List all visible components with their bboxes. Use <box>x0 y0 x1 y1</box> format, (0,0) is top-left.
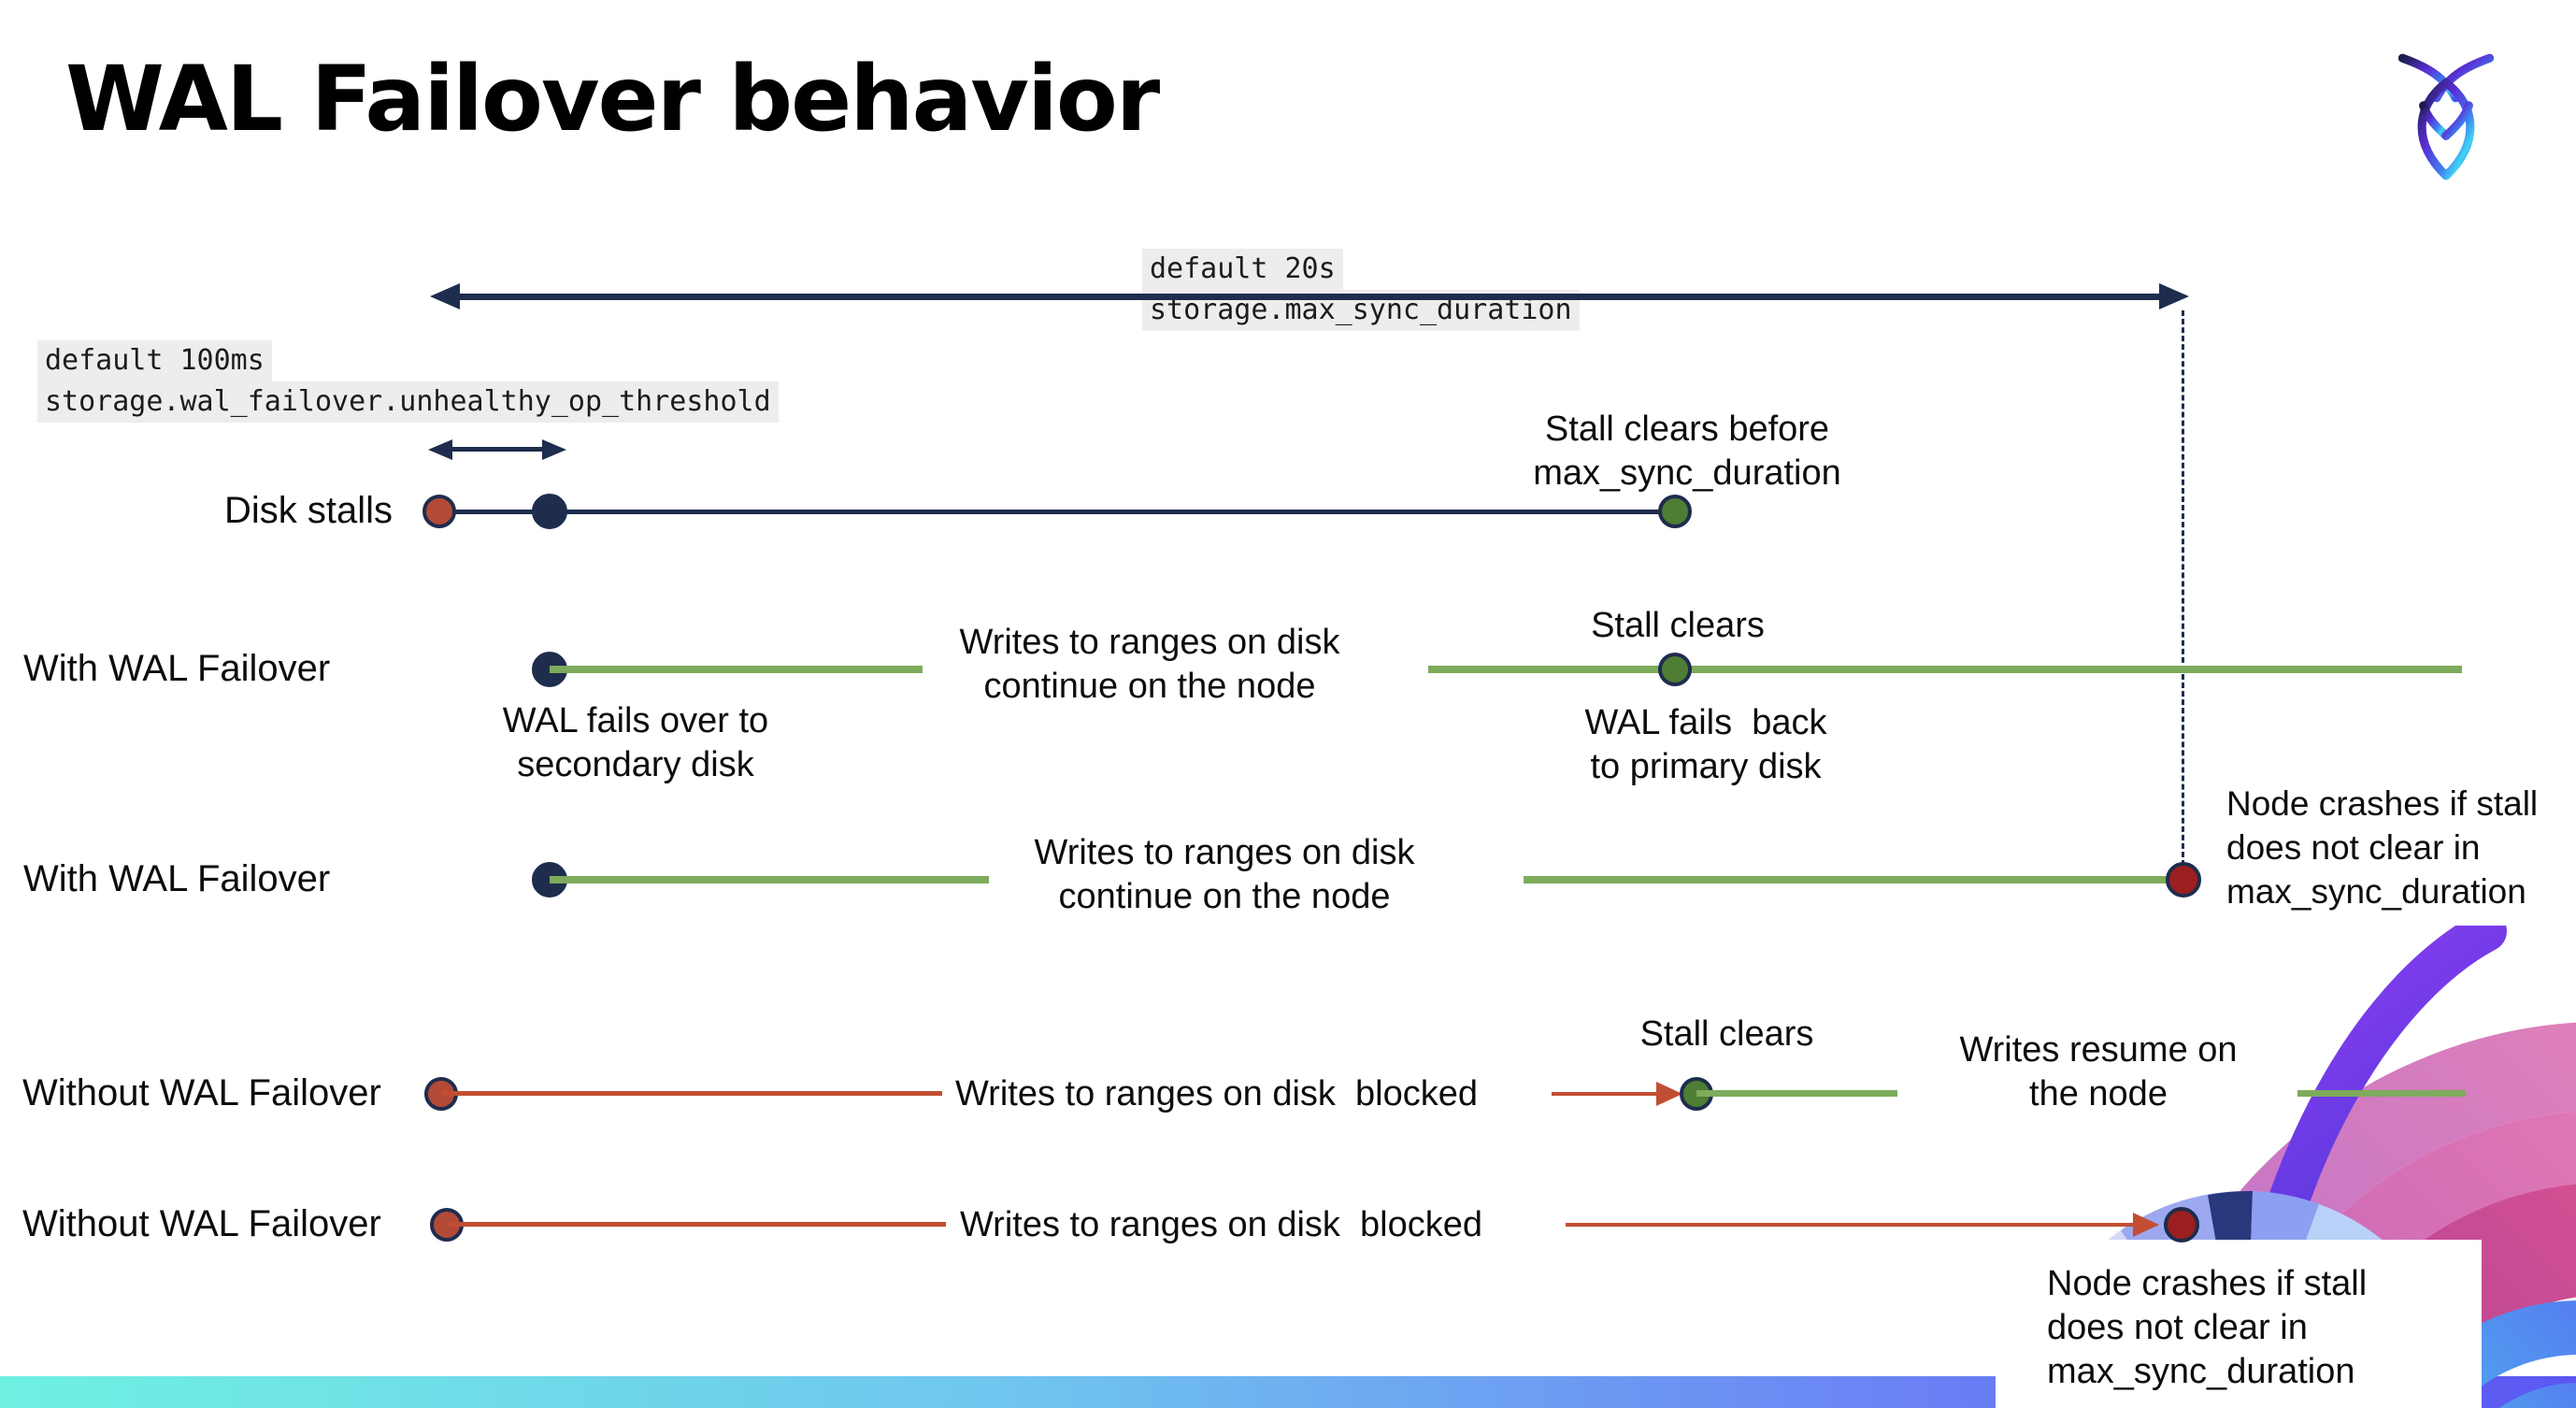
writes-continue-line-1a <box>550 666 923 673</box>
annotation-writes-continue-1: Writes to ranges on disk continue on the… <box>944 621 1355 709</box>
writes-blocked-line-2b <box>1566 1223 2139 1227</box>
annotation-line: secondary disk <box>517 745 754 784</box>
node-crash-dot-1 <box>2166 862 2201 898</box>
annotation-line: does not clear in <box>2047 1308 2308 1347</box>
row-label-disk-stalls: Disk stalls <box>224 490 394 531</box>
annotation-stall-clears-bottom: Stall clears <box>1639 1014 1814 1054</box>
small-arrowhead-right-icon <box>542 439 566 460</box>
writes-blocked-line-1b <box>1552 1092 1664 1096</box>
max-sync-deadline-dashed-line <box>2182 310 2184 866</box>
annotation-node-crashes-dashed: Node crashes if stall does not clear in … <box>2226 782 2574 913</box>
annotation-line: Stall clears before <box>1544 409 1830 449</box>
stall-clears-dot <box>1658 495 1692 528</box>
row-label-with-wal-1: With WAL Failover <box>23 648 331 689</box>
threshold-setting-label: storage.wal_failover.unhealthy_op_thresh… <box>37 381 779 423</box>
writes-continue-line-1b <box>1428 666 2462 673</box>
annotation-line: continue on the node <box>1058 877 1391 916</box>
arrowhead-right-icon <box>2159 283 2189 309</box>
page-title: WAL Failover behavior <box>65 47 1160 151</box>
writes-resume-line-b <box>2297 1090 2466 1097</box>
writes-continue-line-2b <box>1524 876 2170 884</box>
annotation-line: to primary disk <box>1590 747 1822 786</box>
annotation-writes-blocked-2: Writes to ranges on disk blocked <box>960 1205 1483 1244</box>
annotation-line: Writes to ranges on disk <box>1034 833 1415 872</box>
node-crash-dot-2 <box>2164 1207 2199 1243</box>
stall-start-dot <box>422 495 456 528</box>
cockroachdb-logo-icon <box>2398 53 2494 180</box>
annotation-line: max_sync_duration <box>2226 872 2526 911</box>
annotation-line: max_sync_duration <box>2047 1352 2355 1391</box>
annotation-stall-clears-before: Stall clears before max_sync_duration <box>1514 408 1860 496</box>
writes-blocked-line-2a <box>447 1222 946 1227</box>
row-label-without-wal-2: Without WAL Failover <box>22 1203 381 1244</box>
annotation-writes-resume: Writes resume on the node <box>1944 1028 2253 1116</box>
writes-resume-line-a <box>1696 1090 1897 1097</box>
small-arrowhead-left-icon <box>428 439 452 460</box>
annotation-line: Node crashes if stall <box>2226 784 2539 823</box>
annotation-wal-fails-back: WAL fails back to primary disk <box>1552 701 1860 789</box>
disk-stall-timeline <box>439 510 1675 514</box>
node-crash-callout-box <box>1996 1240 2482 1408</box>
annotation-line: WAL fails back <box>1584 703 1827 742</box>
threshold-span-line <box>447 447 546 452</box>
stall-clears-dot-2 <box>1658 653 1692 686</box>
max-sync-duration-span-line <box>454 294 2163 300</box>
annotation-line: does not clear in <box>2226 828 2481 867</box>
annotation-line: continue on the node <box>983 667 1316 706</box>
annotation-line: WAL fails over to <box>502 701 769 740</box>
annotation-line: Node crashes if stall <box>2047 1264 2368 1303</box>
annotation-writes-blocked-1: Writes to ranges on disk blocked <box>955 1074 1479 1113</box>
red-arrowhead-icon <box>1656 1082 1682 1106</box>
arrowhead-left-icon <box>430 283 460 309</box>
writes-blocked-line-1a <box>441 1091 942 1096</box>
red-arrowhead-icon-2 <box>2133 1213 2159 1237</box>
threshold-default-label: default 100ms <box>37 340 272 381</box>
annotation-line: Writes resume on <box>1959 1030 2238 1070</box>
threshold-dot <box>532 494 567 529</box>
annotation-line: max_sync_duration <box>1533 453 1841 493</box>
writes-continue-line-2a <box>550 876 989 884</box>
annotation-stall-clears-mid: Stall clears <box>1591 606 1765 645</box>
annotation-line: the node <box>2029 1074 2168 1113</box>
annotation-wal-fails-over: WAL fails over to secondary disk <box>477 699 794 787</box>
row-label-without-wal-1: Without WAL Failover <box>22 1072 381 1113</box>
annotation-node-crashes-box: Node crashes if stall does not clear in … <box>2047 1262 2458 1394</box>
row-label-with-wal-2: With WAL Failover <box>23 858 331 899</box>
max-sync-default-label: default 20s <box>1142 249 1343 290</box>
annotation-line: Writes to ranges on disk <box>959 623 1340 662</box>
annotation-writes-continue-2: Writes to ranges on disk continue on the… <box>1009 831 1439 919</box>
